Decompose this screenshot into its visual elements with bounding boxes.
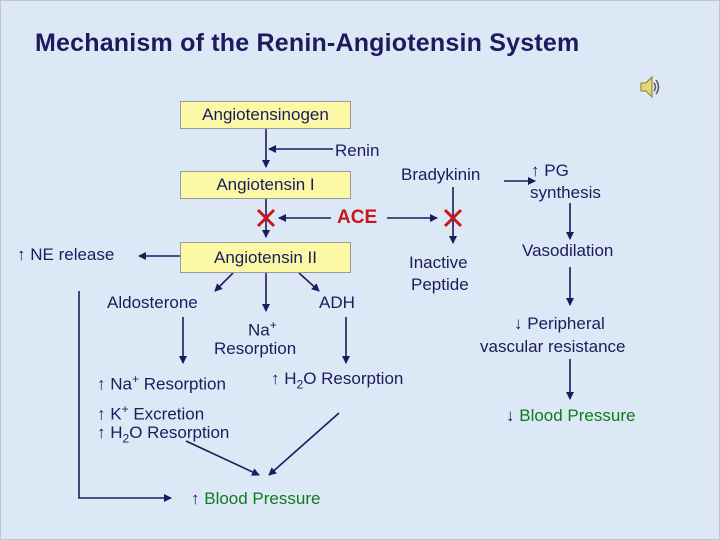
label-k-sup: +	[121, 402, 129, 416]
label-k: K	[110, 404, 122, 424]
arrow-up-icon: ↑	[271, 369, 280, 388]
label-synthesis: synthesis	[530, 183, 601, 202]
label-ace: ACE	[337, 207, 378, 228]
label-o-resorption: O Resorption	[303, 369, 404, 388]
arrow-ang2-to-adh	[298, 272, 320, 292]
label-h2-sub: 2	[122, 431, 130, 446]
arrow-up-icon: ↑	[97, 423, 106, 442]
label-na-resorption-row: ↑ Na+ Resorption	[97, 369, 226, 395]
label-bp-bottom-text: Blood Pressure	[204, 489, 321, 508]
label-bradykinin: Bradykinin	[401, 165, 481, 184]
label-na: Na	[248, 320, 270, 340]
box-angiotensinogen: Angiotensinogen	[180, 101, 351, 129]
label-vascular-resistance: vascular resistance	[480, 337, 626, 356]
label-blood-pressure-right: ↓ Blood Pressure	[506, 406, 635, 426]
arrow-right-diagonal	[268, 412, 340, 476]
label-aldosterone: Aldosterone	[107, 293, 198, 312]
label-na-full: Na	[110, 374, 132, 394]
label-vasodilation: Vasodilation	[522, 241, 614, 260]
arrow-down-icon: ↓	[506, 406, 515, 425]
label-excretion: Excretion	[128, 404, 205, 424]
arrow-up-icon: ↑	[17, 245, 26, 264]
label-blood-pressure-bottom: ↑ Blood Pressure	[191, 489, 320, 509]
arrow-up-icon: ↑	[97, 374, 106, 394]
label-h2o-resorption-2: ↑ H2O Resorption	[97, 423, 229, 448]
label-k-excretion: ↑ K+ Excretion	[97, 399, 204, 425]
label-bp-right-text: Blood Pressure	[519, 406, 636, 425]
label-na-resorption-top: Na+	[248, 315, 277, 341]
label-inactive: Inactive	[409, 253, 468, 272]
label-peripheral-text: Peripheral	[527, 314, 605, 333]
label-h2o-resorption-row: ↑ H2O Resorption	[271, 369, 403, 394]
box-angiotensin-1: Angiotensin I	[180, 171, 351, 199]
label-h2: H	[110, 423, 123, 442]
label-pg-synthesis: ↑ PG	[531, 161, 569, 181]
label-na-full-resorption: Resorption	[138, 374, 226, 394]
arrow-left-loop	[78, 291, 172, 502]
arrow-left-diagonal	[185, 440, 260, 476]
speaker-icon[interactable]	[639, 74, 661, 100]
label-peripheral: ↓ Peripheral	[514, 314, 605, 334]
label-na-full-sup: +	[131, 372, 139, 386]
arrow-up-icon: ↑	[191, 489, 200, 508]
label-renin: Renin	[335, 141, 380, 160]
label-resorption: Resorption	[214, 339, 297, 358]
label-ne-release-text: NE release	[30, 245, 115, 264]
arrow-up-icon: ↑	[97, 404, 106, 424]
block-x-icon	[443, 208, 463, 228]
block-x-icon	[256, 208, 276, 228]
label-o2-resorption: O Resorption	[129, 423, 230, 442]
label-ne-release: ↑ NE release	[17, 245, 114, 265]
page-title: Mechanism of the Renin-Angiotensin Syste…	[35, 29, 580, 57]
box-angiotensin-1-label: Angiotensin I	[216, 175, 315, 194]
label-h-sub: 2	[296, 377, 304, 392]
box-angiotensinogen-label: Angiotensinogen	[202, 105, 329, 124]
box-angiotensin-2: Angiotensin II	[180, 242, 351, 273]
label-peptide: Peptide	[411, 275, 469, 294]
label-h: H	[284, 369, 297, 388]
arrow-up-icon: ↑	[531, 161, 540, 180]
arrow-ang2-to-aldosterone	[214, 272, 234, 292]
label-adh: ADH	[319, 293, 355, 312]
arrow-down-icon: ↓	[514, 314, 523, 333]
box-angiotensin-2-label: Angiotensin II	[213, 247, 317, 267]
label-na-sup: +	[269, 318, 277, 332]
label-pg: PG	[544, 161, 569, 180]
